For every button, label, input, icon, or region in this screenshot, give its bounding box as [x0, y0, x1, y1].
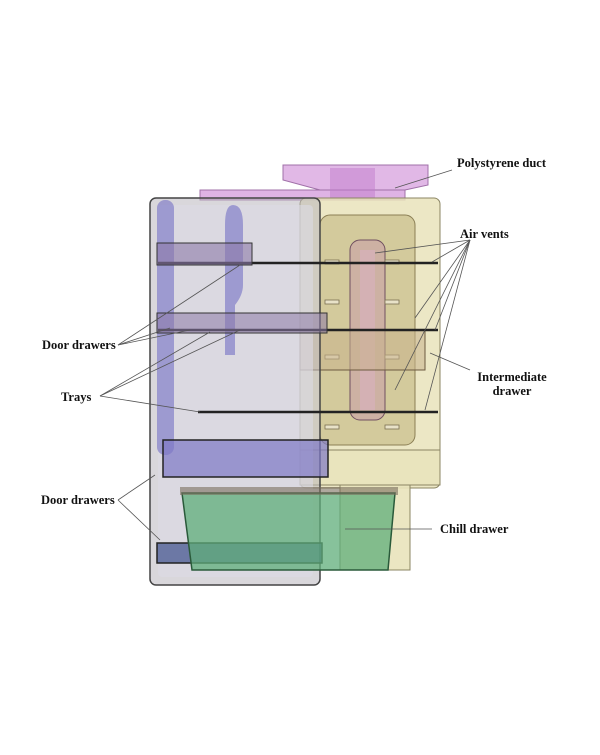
label-trays: Trays	[61, 390, 92, 404]
label-polystyrene-duct: Polystyrene duct	[457, 156, 546, 170]
label-chill-drawer: Chill drawer	[440, 522, 509, 536]
door-drawers-upper	[156, 242, 328, 334]
label-intermediate-line1: Intermediate	[477, 370, 547, 384]
label-intermediate-line2: drawer	[492, 384, 532, 398]
label-air-vents: Air vents	[460, 227, 509, 241]
leader-lines	[99, 169, 471, 541]
label-door-drawers-bottom: Door drawers	[41, 493, 115, 507]
label-door-drawers-top: Door drawers	[42, 338, 116, 352]
polystyrene-duct	[199, 164, 429, 201]
chill-drawer	[180, 487, 398, 571]
label-intermediate-drawer: Intermediate drawer	[472, 370, 552, 398]
